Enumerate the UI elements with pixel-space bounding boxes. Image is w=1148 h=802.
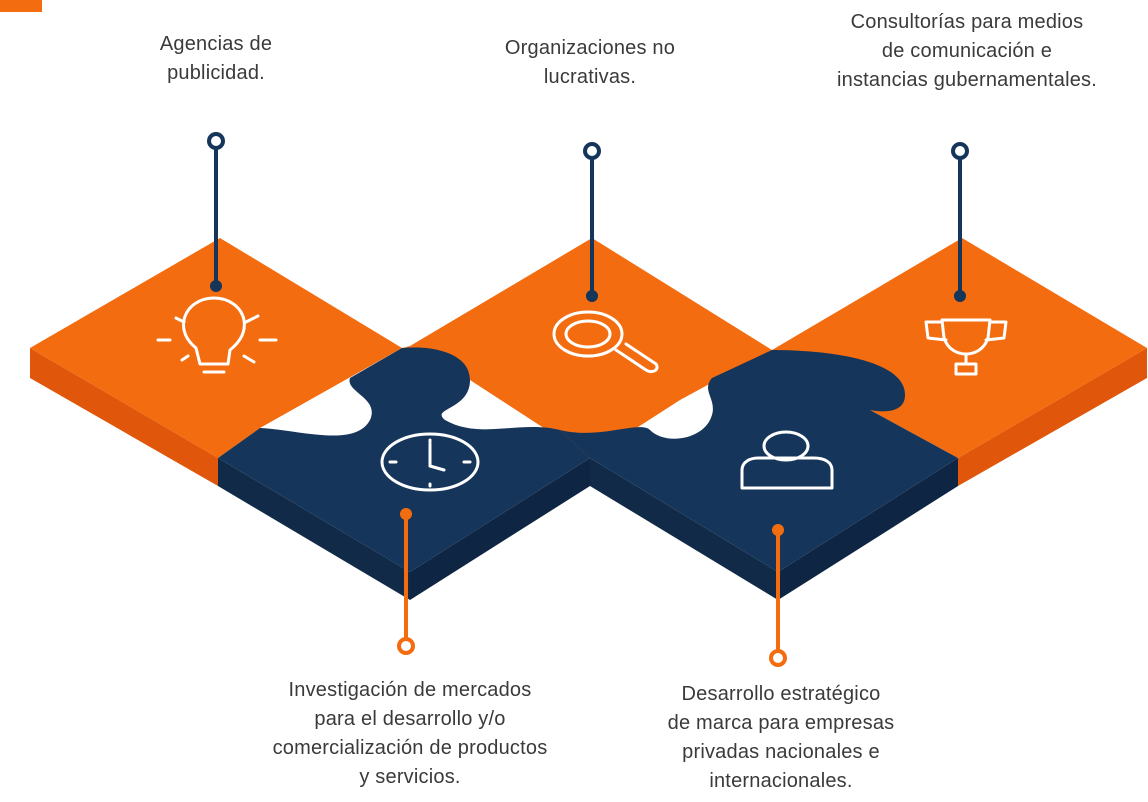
piece-2-top (218, 347, 590, 572)
label-line: Agencias de (159, 33, 273, 55)
pin-top-2 (583, 142, 601, 302)
label-line: comercialización de productos (272, 737, 548, 759)
label-market-research: Investigación de mercados para el desarr… (230, 676, 590, 792)
label-line: Investigación de mercados (288, 679, 532, 701)
lightbulb-icon (156, 296, 278, 374)
corner-accent-mark (0, 0, 42, 12)
label-line: lucrativas. (543, 66, 637, 88)
label-advertising-agencies: Agencias de publicidad. (116, 30, 316, 88)
piece-4-side (590, 458, 778, 600)
label-line: y servicios. (359, 766, 461, 788)
label-line: publicidad. (167, 62, 265, 84)
label-line: Organizaciones no (504, 37, 676, 59)
label-line: de comunicación e (881, 40, 1053, 62)
label-line: privadas nacionales e (682, 741, 880, 763)
label-line: Consultorías para medios (850, 11, 1084, 33)
clock-icon (380, 432, 480, 492)
label-nonprofit-organizations: Organizaciones no lucrativas. (460, 34, 720, 92)
trophy-icon (924, 318, 1008, 376)
piece-1-side (30, 348, 218, 486)
piece-5-side-left (778, 458, 958, 600)
piece-3-knob (402, 346, 474, 380)
pin-top-1 (207, 132, 225, 292)
label-brand-development: Desarrollo estratégico de marca para emp… (628, 680, 934, 796)
label-line: internacionales. (709, 770, 853, 792)
piece-5-side-right (958, 348, 1147, 486)
label-line: de marca para empresas (667, 712, 895, 734)
label-line: para el desarrollo y/o (314, 708, 506, 730)
label-consulting-media-government: Consultorías para medios de comunicación… (800, 8, 1134, 95)
pin-bottom-1 (397, 508, 415, 655)
label-line: instancias gubernamentales. (837, 69, 1097, 91)
piece-side-faces (30, 348, 1147, 600)
user-icon (740, 430, 834, 490)
piece-3-side (410, 458, 590, 600)
pin-top-3 (951, 142, 969, 302)
piece-4-top (560, 350, 958, 572)
magnifier-icon (552, 310, 659, 374)
label-line: Desarrollo estratégico (681, 683, 881, 705)
piece-1-top (30, 238, 402, 458)
piece-2-side (218, 458, 410, 600)
pin-bottom-2 (769, 524, 787, 667)
